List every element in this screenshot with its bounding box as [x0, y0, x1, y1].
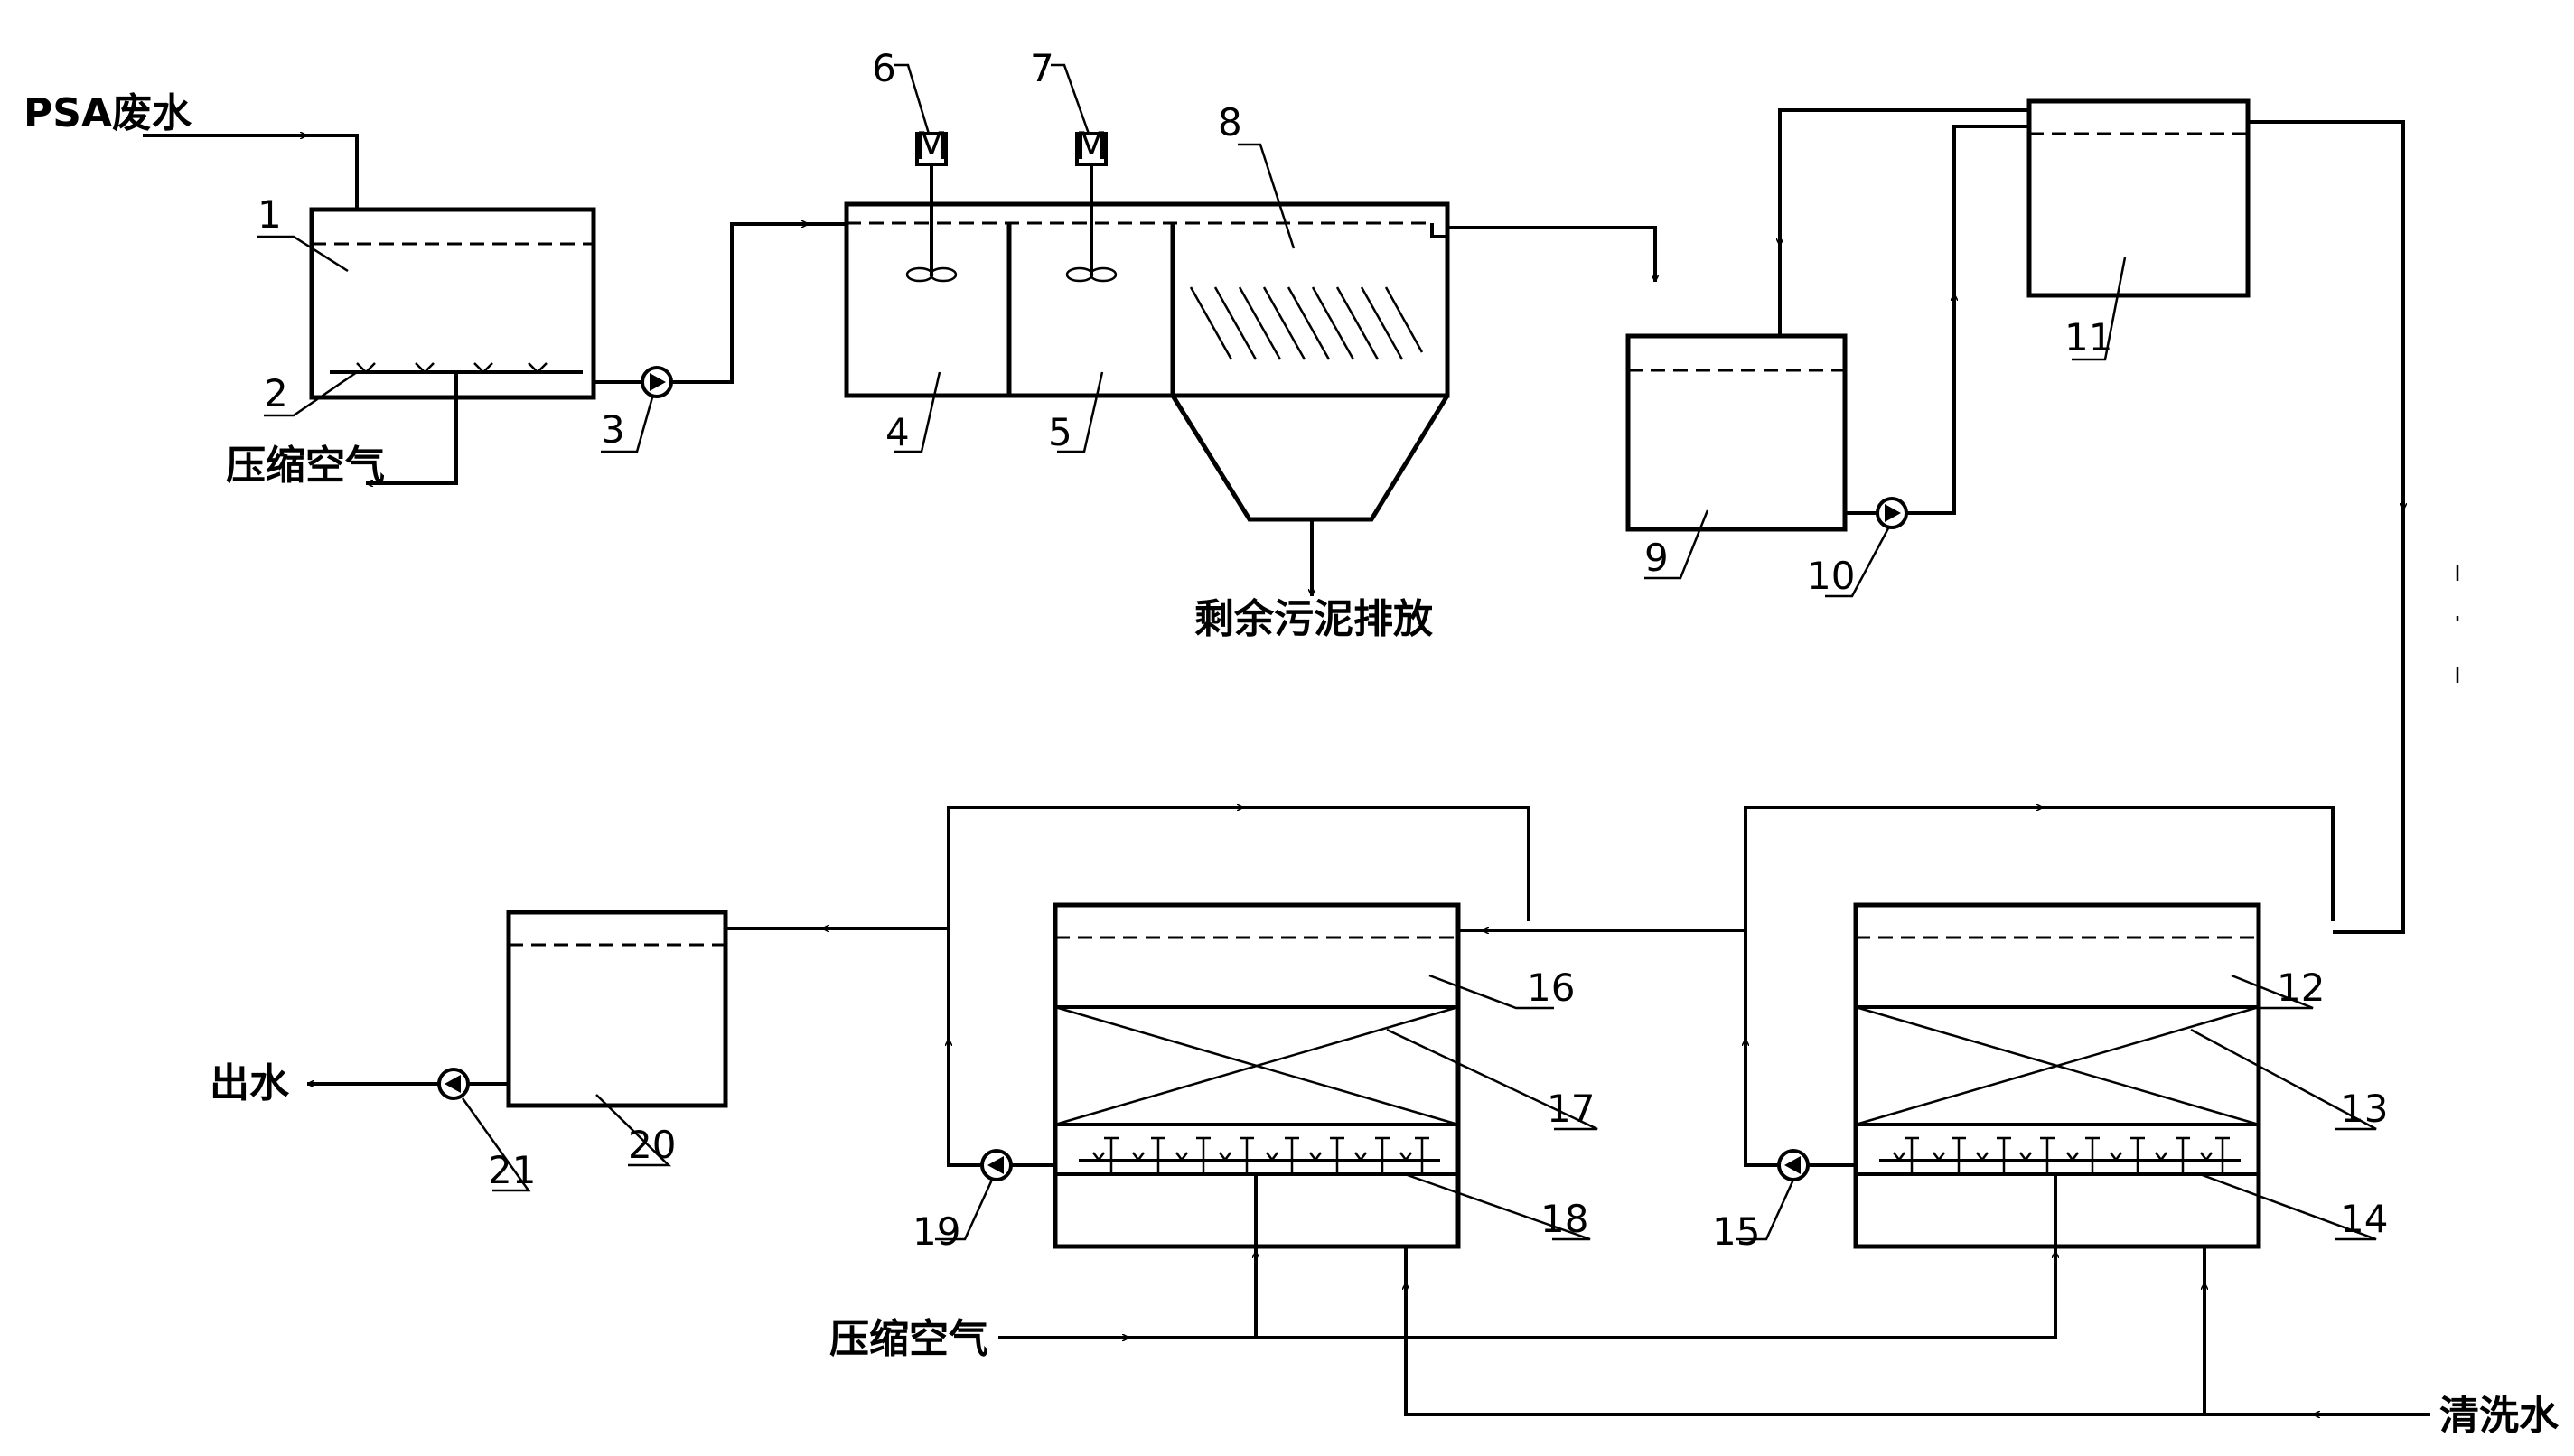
number-3: 3 — [601, 407, 625, 452]
number-18: 18 — [1540, 1197, 1588, 1241]
pump-19 — [980, 1149, 1013, 1181]
line-to-tank-9 — [1447, 226, 1657, 282]
coagulation-settler-unit — [844, 201, 1450, 522]
number-19: 19 — [913, 1209, 960, 1254]
line-to-tank-11 — [1906, 125, 2029, 515]
sludge-discharge-label: 剩余污泥排放 — [1194, 596, 1433, 642]
tank-9 — [1625, 333, 1848, 532]
tank-11 — [2026, 98, 2251, 298]
number-2: 2 — [264, 371, 288, 415]
number-13: 13 — [2340, 1087, 2388, 1131]
svg-text:M: M — [915, 124, 948, 168]
effluent-label: 出水 — [210, 1060, 290, 1106]
number-4: 4 — [885, 410, 910, 454]
compressed-air-label-bottom: 压缩空气 — [829, 1316, 988, 1362]
number-17: 17 — [1547, 1087, 1595, 1131]
pump-10 — [1876, 497, 1908, 529]
number-12: 12 — [2277, 966, 2325, 1010]
compressed-air-label-top: 压缩空气 — [226, 443, 385, 489]
number-11: 11 — [2064, 315, 2112, 359]
number-1: 1 — [257, 192, 282, 237]
number-5: 5 — [1048, 410, 1072, 454]
number-16: 16 — [1527, 966, 1575, 1010]
psa-inlet-line — [143, 134, 359, 210]
number-21: 21 — [488, 1148, 536, 1192]
pump-3 — [641, 366, 673, 398]
pump-21 — [437, 1068, 470, 1100]
line-to-filter-12 — [2248, 120, 2405, 934]
recirc-loop-16 — [947, 806, 1530, 1167]
tank-20 — [506, 910, 728, 1108]
mixer-6: M — [905, 124, 958, 283]
wash-water-line — [1404, 1246, 2430, 1416]
number-10: 10 — [1807, 554, 1855, 598]
number-6: 6 — [872, 46, 896, 90]
mixer-7: M — [1065, 124, 1118, 283]
number-7: 7 — [1030, 46, 1054, 90]
leader-lines — [257, 63, 2377, 1241]
number-9: 9 — [1644, 536, 1669, 580]
air-line-filters — [998, 1174, 2057, 1339]
pump-15 — [1777, 1149, 1810, 1181]
number-8: 8 — [1218, 100, 1242, 145]
recirc-loop-12 — [1744, 806, 2335, 1167]
psa-wastewater-label: PSA废水 — [23, 90, 192, 136]
tank-1 — [309, 207, 596, 400]
return-line-11-to-9 — [1778, 108, 2029, 336]
line-to-reactor — [671, 222, 845, 384]
number-15: 15 — [1712, 1209, 1760, 1254]
number-20: 20 — [628, 1123, 676, 1167]
svg-text:M: M — [1075, 124, 1108, 168]
number-14: 14 — [2340, 1197, 2388, 1241]
washing-water-label: 清洗水 — [2439, 1393, 2560, 1439]
